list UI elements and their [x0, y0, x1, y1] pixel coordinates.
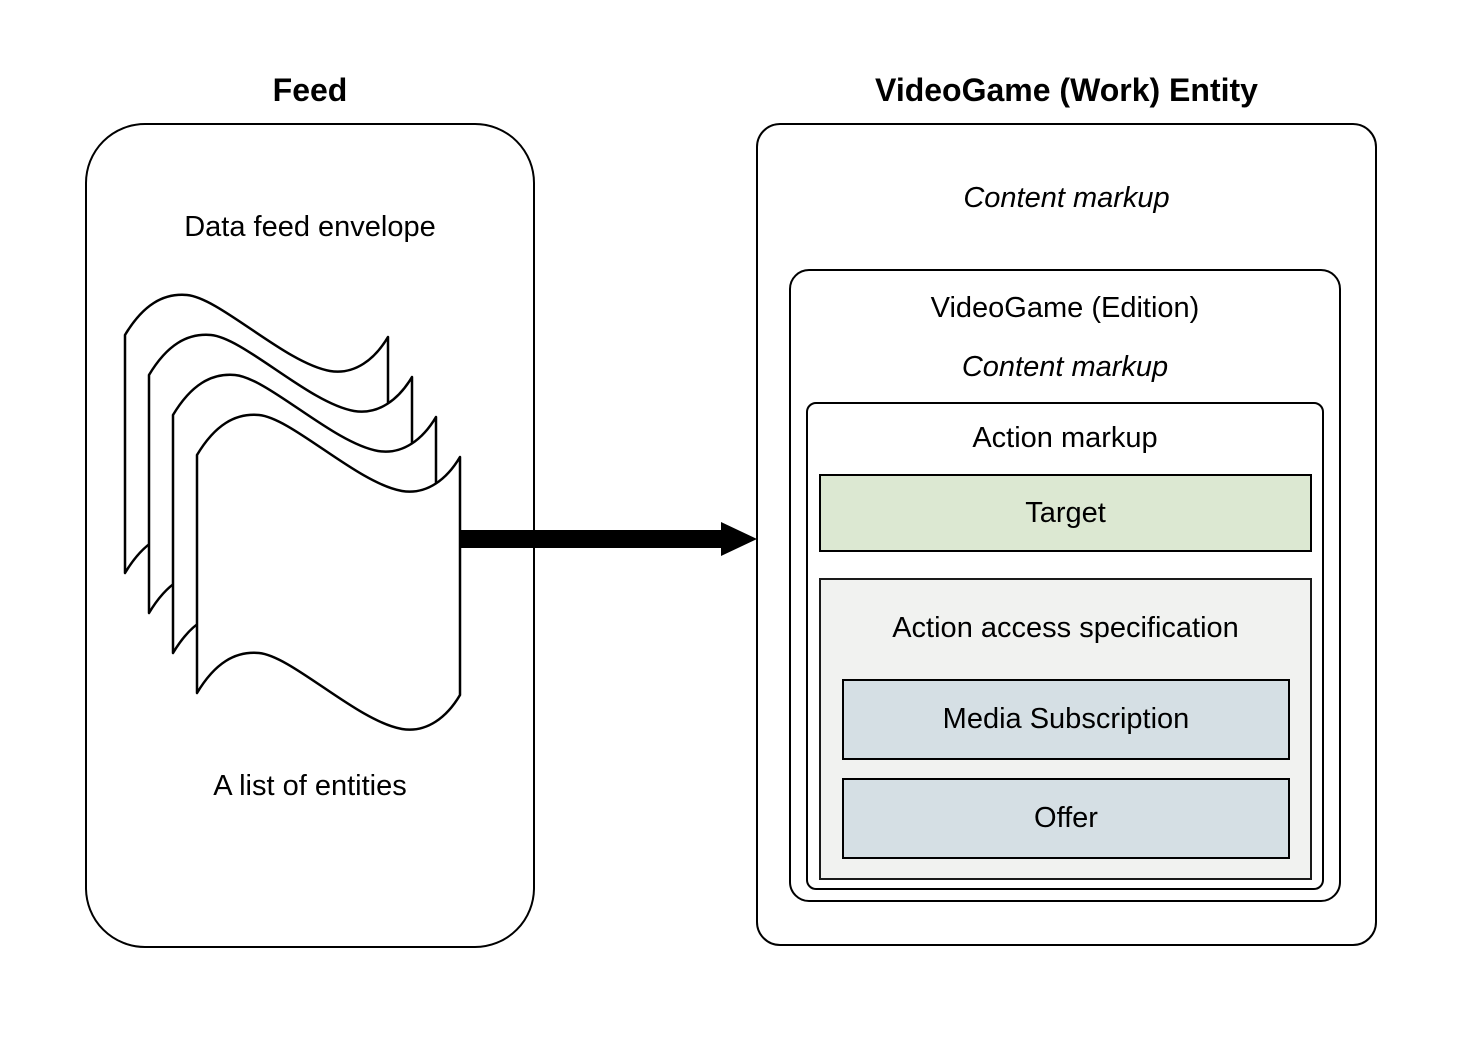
- media-subscription-label: Media Subscription: [942, 703, 1190, 735]
- action-access-specification-box: Action access specification Media Subscr…: [819, 578, 1312, 880]
- feed-title: Feed: [272, 72, 348, 108]
- target-label: Target: [1025, 496, 1106, 529]
- documents-stack-icon: [123, 293, 462, 731]
- work-content-markup-label: Content markup: [963, 182, 1170, 214]
- action-markup-label: Action markup: [972, 422, 1158, 454]
- edition-content-markup-label: Content markup: [961, 351, 1169, 383]
- arrow-right-icon: [461, 522, 757, 556]
- feed-envelope-box: Data feed envelope A list of entities: [85, 123, 535, 948]
- entity-title: VideoGame (Work) Entity: [875, 72, 1258, 108]
- offer-box: Offer: [842, 778, 1290, 859]
- videogame-edition-label: VideoGame (Edition): [930, 292, 1200, 324]
- videogame-edition-box: VideoGame (Edition) Content markup Actio…: [789, 269, 1341, 902]
- action-markup-box: Action markup Target Action access speci…: [806, 402, 1324, 890]
- target-box: Target: [819, 474, 1312, 552]
- list-of-entities-label: A list of entities: [213, 770, 407, 802]
- action-access-specification-label: Action access specification: [892, 612, 1239, 644]
- offer-label: Offer: [1034, 802, 1098, 834]
- media-subscription-box: Media Subscription: [842, 679, 1290, 760]
- videogame-work-entity-box: Content markup VideoGame (Edition) Conte…: [756, 123, 1377, 946]
- data-feed-envelope-label: Data feed envelope: [184, 211, 436, 243]
